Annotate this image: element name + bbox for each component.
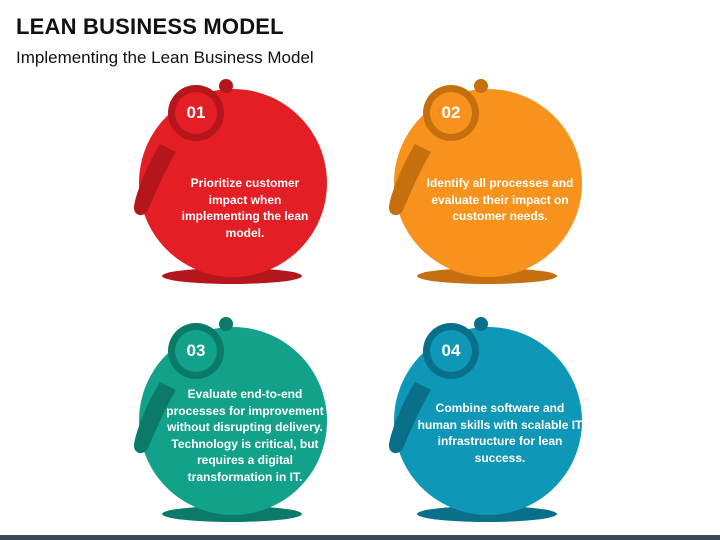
step-text-04: Combine software and human skills with s… [417, 401, 583, 465]
step-circle-04 [389, 317, 582, 522]
step-circle-01 [134, 79, 327, 284]
page-subtitle: Implementing the Lean Business Model [16, 48, 314, 67]
step-circle-02 [389, 79, 582, 284]
step-text-02: Identify all processes and evaluate thei… [426, 176, 574, 223]
step-text-03: Evaluate end-to-end processes for improv… [166, 387, 324, 484]
bottom-bar [0, 535, 720, 540]
page-title: LEAN BUSINESS MODEL [16, 14, 284, 39]
step-card-02: 02 Identify all processes and evaluate t… [385, 79, 585, 284]
step-card-04: 04 Combine software and human skills wit… [385, 317, 585, 522]
step-number-03: 03 [186, 341, 206, 360]
step-circle-03 [134, 317, 327, 522]
step-number-01: 01 [186, 103, 206, 122]
step-card-03: 03 Evaluate end-to-end processes for imp… [130, 317, 330, 522]
step-text-01: Prioritize customer impact when implemen… [181, 176, 309, 240]
step-number-02: 02 [441, 103, 461, 122]
step-card-01: 01 Prioritize customer impact when imple… [130, 79, 330, 284]
step-number-04: 04 [441, 341, 461, 360]
